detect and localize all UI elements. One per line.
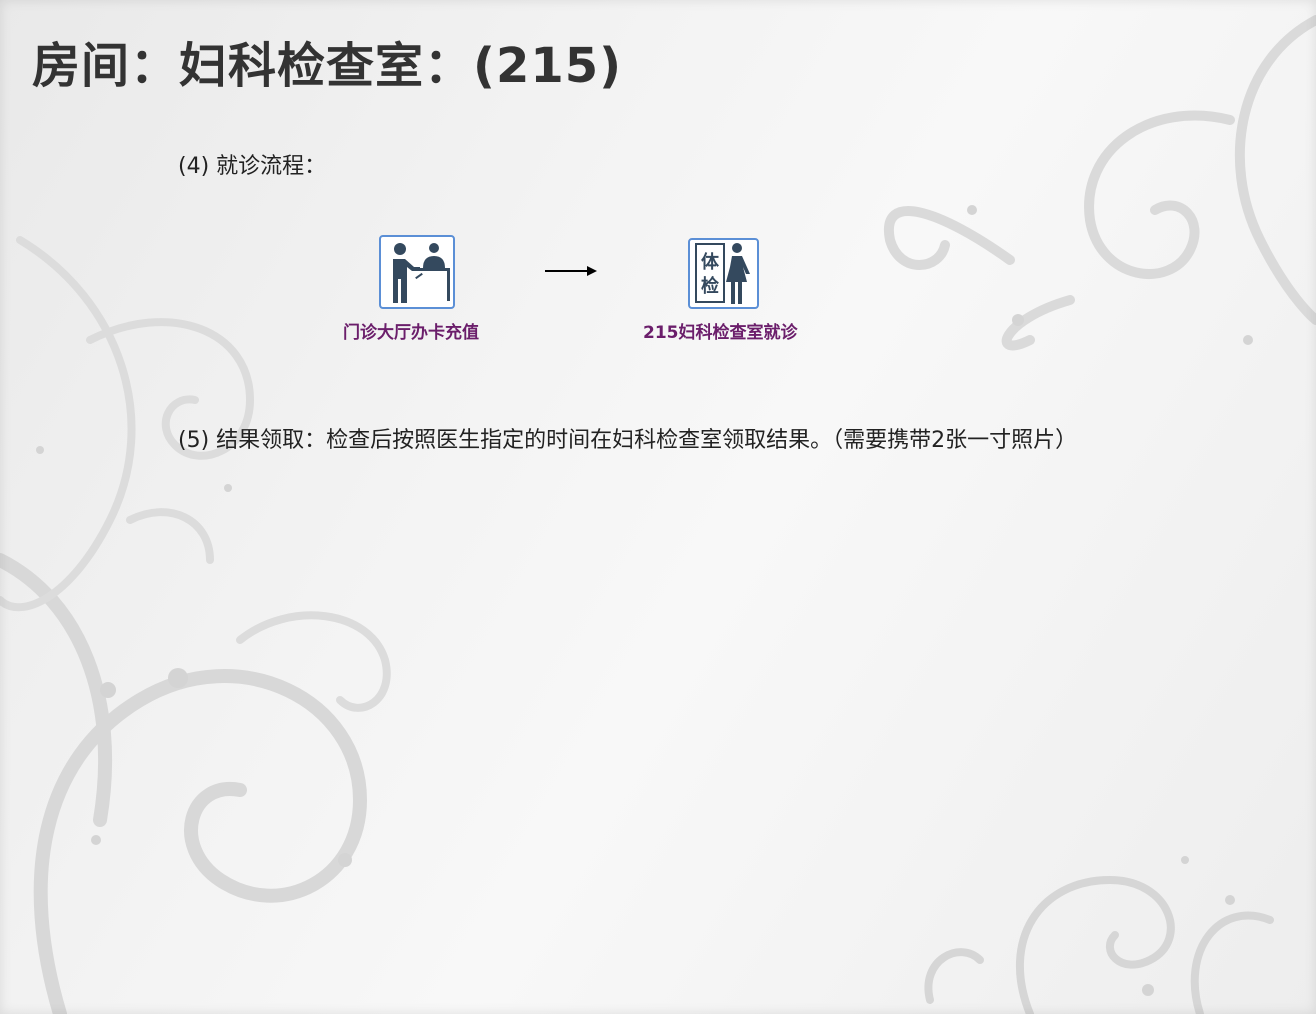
exam-icon-char-2: 检 [701,275,719,297]
page-title: 房间：妇科检查室：(215) [32,38,623,94]
step-4-heading: (4) 就诊流程： [178,154,327,179]
flow-step-1-label: 门诊大厅办卡充值 [343,323,479,343]
reception-desk-icon [379,235,455,309]
exam-icon-char-1: 体 [701,251,720,273]
physical-exam-icon: 体 检 [688,238,759,309]
right-arrow-icon [545,266,597,276]
flow-step-2-label: 215妇科检查室就诊 [643,323,798,343]
step-5-text: (5) 结果领取：检查后按照医生指定的时间在妇科检查室领取结果。（需要携带2张一… [178,428,1078,453]
